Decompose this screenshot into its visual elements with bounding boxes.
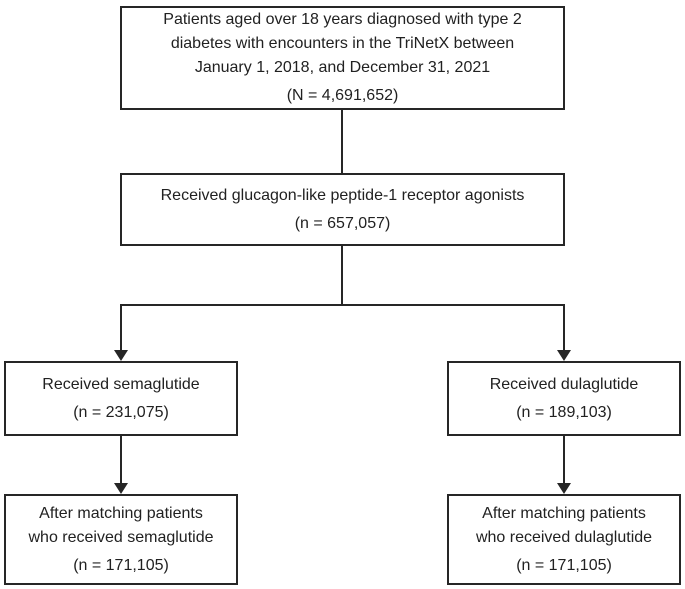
- box-semaglutide-matched: After matching patients who received sem…: [4, 494, 238, 585]
- box-glp1-agonists: Received glucagon-like peptide-1 recepto…: [120, 173, 565, 246]
- box-dulaglutide-count: (n = 189,103): [516, 403, 612, 421]
- box-population-text: Patients aged over 18 years diagnosed wi…: [163, 11, 522, 76]
- connector-branch-to-dulaglutide: [563, 304, 565, 351]
- connector-branch-horizontal: [120, 304, 565, 306]
- connector-population-to-glp1: [341, 110, 343, 173]
- box-population: Patients aged over 18 years diagnosed wi…: [120, 6, 565, 110]
- box-semaglutide-count: (n = 231,075): [73, 403, 169, 421]
- connector-dulaglutide-to-matched: [563, 436, 565, 484]
- arrow-down-icon: [114, 350, 128, 361]
- box-dulaglutide-text: Received dulaglutide: [489, 375, 639, 393]
- arrow-down-icon: [114, 483, 128, 494]
- connector-branch-to-semaglutide: [120, 304, 122, 351]
- box-population-count: (N = 4,691,652): [286, 87, 399, 104]
- box-dulaglutide-matched: After matching patients who received dul…: [447, 494, 681, 585]
- box-semaglutide-text: Received semaglutide: [42, 375, 200, 393]
- connector-glp1-to-branch: [341, 246, 343, 306]
- box-glp1-count: (n = 657,057): [294, 214, 391, 232]
- arrow-down-icon: [557, 350, 571, 361]
- box-semaglutide-matched-text: After matching patients who received sem…: [28, 504, 214, 546]
- connector-semaglutide-to-matched: [120, 436, 122, 484]
- box-dulaglutide-matched-text: After matching patients who received dul…: [475, 504, 653, 546]
- box-dulaglutide-matched-count: (n = 171,105): [516, 556, 612, 574]
- box-semaglutide: Received semaglutide (n = 231,075): [4, 361, 238, 436]
- box-dulaglutide: Received dulaglutide (n = 189,103): [447, 361, 681, 436]
- box-semaglutide-matched-count: (n = 171,105): [73, 556, 169, 574]
- box-glp1-text: Received glucagon-like peptide-1 recepto…: [160, 186, 525, 204]
- arrow-down-icon: [557, 483, 571, 494]
